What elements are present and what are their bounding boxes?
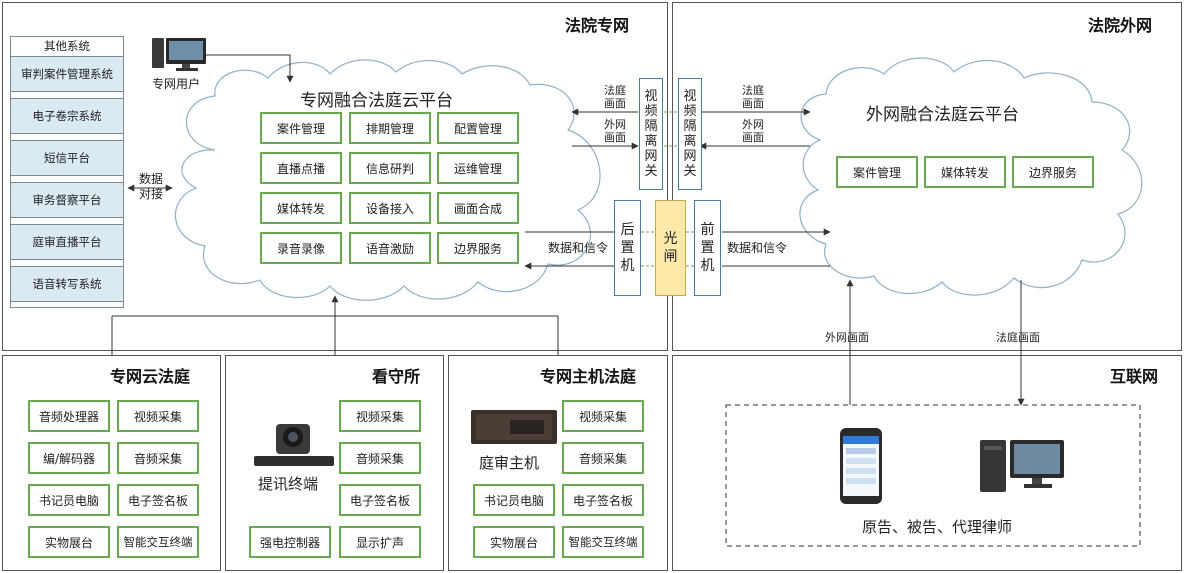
title-private-cloud-court: 专网云法庭 xyxy=(110,367,191,386)
title-detention: 看守所 xyxy=(372,367,421,386)
module-media-forward: 媒体转发 xyxy=(260,192,342,224)
det-video-capture: 视频采集 xyxy=(339,400,421,432)
computer-icon-user xyxy=(152,38,206,71)
module-voice-excitation: 语音激励 xyxy=(349,232,431,264)
camera-terminal-icon xyxy=(254,424,334,466)
pcc-video-capture: 视频采集 xyxy=(117,400,199,432)
light-gate: 光闸 xyxy=(655,200,686,296)
pcc-signature-pad: 电子签名板 xyxy=(117,484,199,516)
interrogation-terminal-label: 提讯终端 xyxy=(258,475,319,493)
court-picture-label-inner: 法庭画面 xyxy=(604,84,626,110)
hc-clerk-pc: 书记员电脑 xyxy=(473,484,555,516)
hc-visualizer: 实物展台 xyxy=(473,526,555,558)
pcc-codec: 编/解码器 xyxy=(28,442,110,474)
system-item: 语音转写系统 xyxy=(10,266,124,302)
module-ops: 运维管理 xyxy=(437,152,519,184)
court-picture-label-vertical: 法庭画面 xyxy=(996,331,1040,344)
other-systems-header: 其他系统 xyxy=(44,39,90,53)
rear-machine: 后置机 xyxy=(614,200,641,296)
pcc-interactive-terminal: 智能交互终端 xyxy=(117,526,199,558)
outer-picture-label-inner: 外网画面 xyxy=(604,118,626,144)
video-gateway-inner: 视频隔离网关 xyxy=(639,78,663,190)
system-item: 电子卷宗系统 xyxy=(10,98,124,134)
hc-interactive-terminal: 智能交互终端 xyxy=(562,526,644,558)
module-scheduling: 排期管理 xyxy=(349,112,431,144)
court-host-icon xyxy=(471,410,557,444)
det-power-controller: 强电控制器 xyxy=(249,526,331,558)
computer-icon-internet xyxy=(980,440,1064,492)
system-item: 庭审直播平台 xyxy=(10,224,124,260)
system-item: 审判案件管理系统 xyxy=(10,56,124,92)
video-gateway-outer: 视频隔离网关 xyxy=(678,78,702,190)
outer-module-case-management: 案件管理 xyxy=(836,156,918,188)
hc-video-capture: 视频采集 xyxy=(562,400,644,432)
module-case-management: 案件管理 xyxy=(260,112,342,144)
inner-cloud-title: 专网融合法庭云平台 xyxy=(300,91,453,111)
module-border-service: 边界服务 xyxy=(437,232,519,264)
system-item: 短信平台 xyxy=(10,140,124,176)
module-live-vod: 直播点播 xyxy=(260,152,342,184)
module-device-access: 设备接入 xyxy=(349,192,431,224)
pcc-clerk-pc: 书记员电脑 xyxy=(28,484,110,516)
title-host-court: 专网主机法庭 xyxy=(540,367,637,386)
outer-module-border-service: 边界服务 xyxy=(1012,156,1094,188)
panel-internet xyxy=(672,355,1182,571)
parties-label: 原告、被告、代理律师 xyxy=(862,518,1013,536)
hc-audio-capture: 音频采集 xyxy=(562,442,644,474)
pcc-audio-capture: 音频采集 xyxy=(117,442,199,474)
outer-picture-label-outer: 外网画面 xyxy=(742,118,764,144)
data-signal-label-inner: 数据和信令 xyxy=(548,241,609,255)
phone-icon xyxy=(840,428,882,504)
det-signature-pad: 电子签名板 xyxy=(339,484,421,516)
pcc-visualizer: 实物展台 xyxy=(28,526,110,558)
front-machine: 前置机 xyxy=(694,200,721,296)
outer-module-media-forward: 媒体转发 xyxy=(924,156,1006,188)
outer-picture-label-vertical: 外网画面 xyxy=(825,331,869,344)
court-picture-label-outer: 法庭画面 xyxy=(742,84,764,110)
data-signal-label-outer: 数据和信令 xyxy=(727,241,788,255)
module-config: 配置管理 xyxy=(437,112,519,144)
court-host-label: 庭审主机 xyxy=(479,454,540,472)
title-outer-net: 法院外网 xyxy=(1088,16,1153,35)
module-composition: 画面合成 xyxy=(437,192,519,224)
outer-cloud-title: 外网融合法庭云平台 xyxy=(866,105,1019,125)
det-display-speaker: 显示扩声 xyxy=(339,526,421,558)
pcc-audio-processor: 音频处理器 xyxy=(28,400,110,432)
data-dock-label: 数据对接 xyxy=(138,172,163,201)
det-audio-capture: 音频采集 xyxy=(339,442,421,474)
hc-signature-pad: 电子签名板 xyxy=(562,484,644,516)
title-inner-net: 法院专网 xyxy=(565,16,630,35)
module-info-analysis: 信息研判 xyxy=(349,152,431,184)
module-recording: 录音录像 xyxy=(260,232,342,264)
title-internet: 互联网 xyxy=(1110,367,1159,386)
system-item: 审务督察平台 xyxy=(10,182,124,218)
user-label: 专网用户 xyxy=(152,77,201,91)
